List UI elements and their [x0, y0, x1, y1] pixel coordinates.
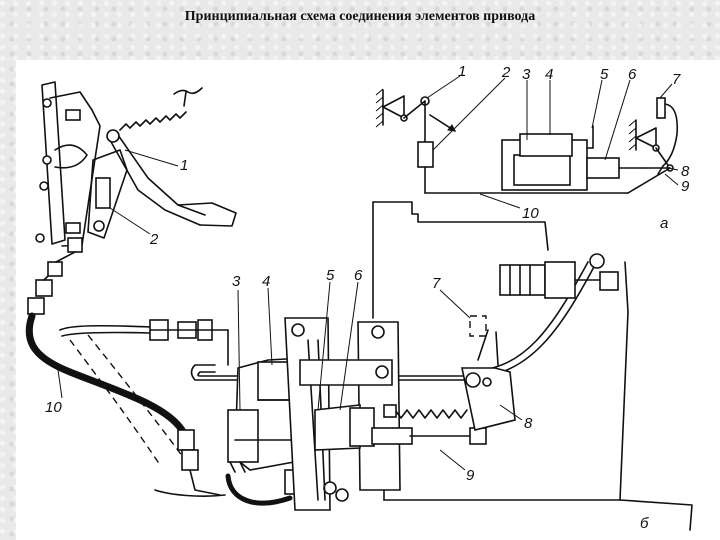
assembly-label-5: 5 — [326, 267, 335, 284]
schematic-label-7: 7 — [672, 71, 681, 88]
assembly-part-label: б — [640, 515, 649, 532]
assembly-label-9: 9 — [466, 467, 475, 484]
schematic-label-4: 4 — [545, 66, 553, 83]
schematic-label-10: 10 — [522, 205, 539, 222]
slave-cylinder-block — [586, 157, 620, 179]
schematic-label-8: 8 — [681, 163, 690, 180]
booster-chamber — [227, 409, 259, 463]
schematic-label-3: 3 — [522, 66, 531, 83]
assembly-label-10: 10 — [45, 399, 62, 416]
schematic-label-1: 1 — [458, 63, 466, 80]
assembly-label-2: 2 — [149, 231, 159, 248]
master-cylinder-block — [417, 141, 434, 168]
schematic-part-label: а — [660, 215, 668, 232]
schematic-label-9: 9 — [681, 178, 690, 195]
schematic-label-6: 6 — [628, 66, 637, 83]
schematic-a: 1 2 3 4 5 6 7 8 9 10 а — [375, 63, 690, 232]
assembly-label-3: 3 — [232, 273, 241, 290]
assembly-label-8: 8 — [524, 415, 533, 432]
assembly-label-6: 6 — [354, 267, 363, 284]
schematic-label-2: 2 — [501, 64, 511, 81]
page-title: Принципиальная схема соединения элементо… — [184, 9, 536, 24]
assembly-b: 1 2 3 4 5 6 7 8 9 10 б — [25, 81, 693, 532]
assembly-label-4: 4 — [262, 273, 270, 290]
schematic-label-5: 5 — [600, 66, 609, 83]
assembly-label-1: 1 — [180, 157, 188, 174]
release-bearing — [499, 264, 546, 296]
assembly-label-7: 7 — [432, 275, 441, 292]
